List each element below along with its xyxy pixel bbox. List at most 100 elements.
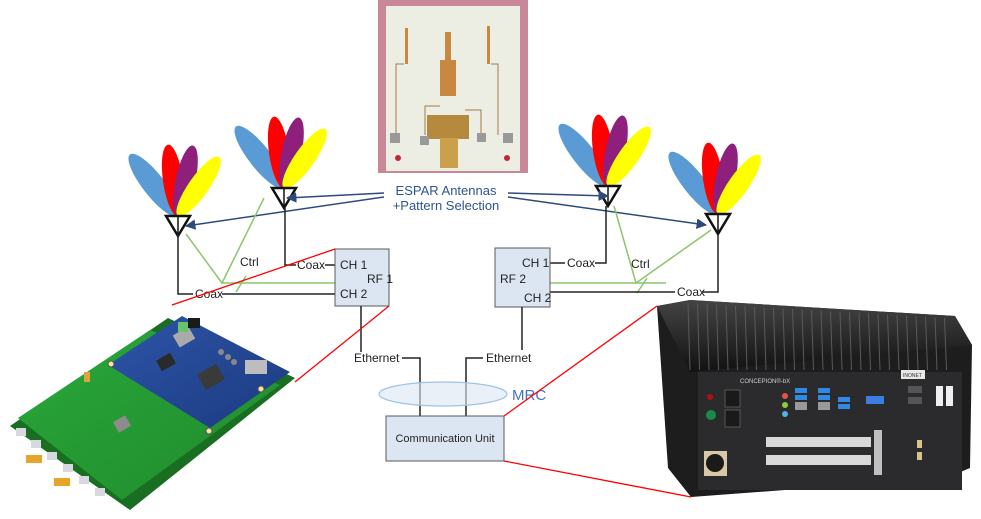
antenna-3 <box>558 114 651 209</box>
dvi-port <box>866 396 884 404</box>
capacitor <box>231 359 237 365</box>
heatsink-fin <box>773 307 776 371</box>
heatsink-fin <box>858 312 862 371</box>
ctrl-tick <box>235 275 247 293</box>
callout-line <box>503 305 658 417</box>
bias-trace <box>424 105 440 135</box>
pad <box>477 133 486 142</box>
ethernet-jack <box>245 360 267 374</box>
sma-adapter <box>54 478 70 486</box>
heatsink-fin <box>744 306 748 371</box>
sma-connector <box>31 440 41 448</box>
com1-port <box>908 397 922 404</box>
usb-port <box>818 388 830 393</box>
sma-connector <box>63 464 73 472</box>
sma-connector <box>47 452 57 460</box>
heatsink-fin <box>735 305 738 371</box>
bias-trace <box>395 63 404 135</box>
radiation-lobe-purple <box>603 115 628 187</box>
com2-port <box>908 386 922 393</box>
sma-adapter <box>26 455 42 463</box>
antenna-4 <box>668 142 761 237</box>
coax-line <box>284 206 296 266</box>
capacitor <box>225 354 231 360</box>
heatsink-fin <box>820 310 824 371</box>
espar-antenna-photo <box>378 0 528 173</box>
rf2-ch1-label: CH 1 <box>522 256 550 270</box>
lan4-slot <box>724 409 741 428</box>
mount-hole <box>107 360 115 368</box>
radiation-lobe-purple <box>279 117 304 189</box>
capacitor <box>218 349 224 355</box>
rf2-ch2-label: CH 2 <box>524 291 552 305</box>
hdd-tray-2 <box>946 386 953 406</box>
rf1-box: CH 1 CH 2 RF 1 <box>334 248 393 307</box>
radiation-lobe-yellow <box>716 154 761 215</box>
heatsink-fin <box>868 313 871 371</box>
arrow-to-antenna-4 <box>507 196 708 229</box>
heatsink-fin <box>811 310 814 371</box>
pad <box>503 133 513 143</box>
usb-port <box>795 395 807 400</box>
vendor-logo: INONET <box>903 373 922 379</box>
pcb-blue-board <box>108 316 290 428</box>
coax-line <box>595 206 607 264</box>
power-in-socket <box>706 454 724 472</box>
callout-line <box>171 248 336 306</box>
bias-trace <box>491 63 499 135</box>
pad <box>420 136 429 145</box>
mounting-hole <box>504 155 510 161</box>
embedded-pc-photo: CONCEPION®-bX INONET <box>657 300 972 497</box>
right-wiring <box>550 205 719 294</box>
ctrl-label: Ctrl <box>631 257 650 271</box>
pcie-bracket <box>766 455 871 465</box>
heatsink-fin <box>801 309 805 371</box>
usb-port <box>838 404 850 409</box>
power-jack <box>188 318 200 328</box>
radiation-lobe-yellow <box>606 126 651 187</box>
rf1-name-label: RF 1 <box>367 272 393 286</box>
parasitic-element-right <box>487 26 490 64</box>
rf-frontend-board-render <box>10 316 295 510</box>
ethernet-label-right: Ethernet <box>486 351 532 365</box>
radiation-lobe-yellow <box>282 128 327 189</box>
heatsink-fin <box>792 309 795 371</box>
arrow-to-antenna-2 <box>285 192 385 203</box>
heatsink-fin <box>849 312 852 371</box>
brand-label: CONCEPION®-bX <box>740 378 790 385</box>
antenna-2 <box>234 116 327 211</box>
rf1-block <box>334 248 390 307</box>
rf2-block <box>494 247 551 308</box>
terminal-block <box>178 322 188 332</box>
coax-line <box>177 234 193 295</box>
heatsink-fin <box>877 313 881 371</box>
heatsink-fin <box>934 317 938 371</box>
heatsink-fin <box>725 305 729 371</box>
pcie-clip <box>874 430 882 475</box>
mounting-hole <box>395 155 401 161</box>
left-wiring <box>177 197 335 295</box>
communication-unit: Communication Unit <box>385 415 505 462</box>
antenna-1 <box>128 144 221 239</box>
heatsink-fin <box>925 316 928 371</box>
coax-label: Coax <box>297 258 325 272</box>
heatsink-fin <box>706 304 710 371</box>
pcie-bracket <box>766 437 871 447</box>
radiation-lobe-blue <box>234 125 286 189</box>
radiation-lobe-yellow <box>176 156 221 217</box>
usb-port <box>795 388 807 393</box>
pattern-selection-label: +Pattern Selection <box>393 198 500 213</box>
callout-line <box>503 460 692 498</box>
hdd-led <box>707 394 713 400</box>
coax-line <box>702 234 719 293</box>
line-in-jack <box>782 411 788 417</box>
vendor-logo-box <box>901 370 925 379</box>
heatsink-fin <box>782 308 786 371</box>
usb8-port <box>917 452 922 460</box>
sma-connectors <box>16 372 105 496</box>
heatsink-fin <box>763 307 767 371</box>
espar-label: ESPAR Antennas <box>396 183 497 198</box>
sma-connector <box>16 428 26 436</box>
communication-unit-label: Communication Unit <box>395 433 494 445</box>
heatsink-fin <box>754 306 757 371</box>
